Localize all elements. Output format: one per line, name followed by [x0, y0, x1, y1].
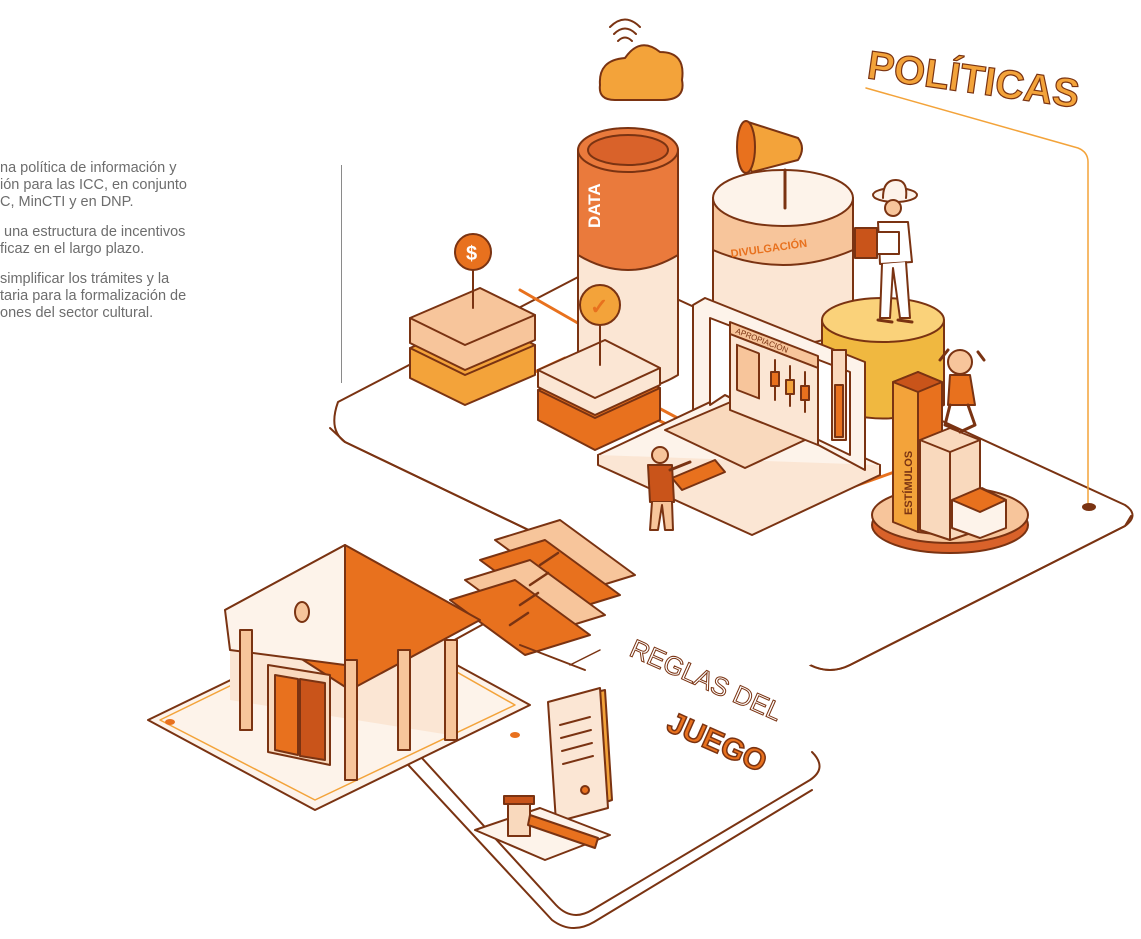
dancer-figure: [938, 348, 986, 434]
politicas-callout: [865, 87, 1096, 511]
presenter-figure: [647, 446, 726, 531]
document-stack: [547, 687, 613, 823]
check-symbol: ✓: [590, 294, 608, 319]
estimulos-label: ESTÍMULOS: [902, 451, 915, 515]
coin-stack: $: [409, 233, 536, 406]
cloud-wifi-icon: [598, 18, 684, 101]
data-cylinder: DATA: [577, 127, 679, 391]
estimulos-podium: ESTÍMULOS: [871, 371, 1029, 554]
gavel-icon: [474, 795, 611, 861]
check-stack: ✓: [537, 284, 661, 451]
laptop: APROPIACIÓN: [597, 297, 881, 536]
policy-paragraph-1: na política de información y ión para la…: [0, 160, 187, 210]
policy-paragraph-3: simplificar los trámites y la taria para…: [0, 271, 187, 321]
megaphone-icon: [736, 120, 803, 210]
connecting-steps: [449, 519, 636, 671]
coin-symbol: $: [466, 243, 477, 265]
divulgacion-cylinder: DIVULGACIÓN: [712, 169, 854, 346]
data-label: DATA: [585, 183, 604, 228]
policy-description: na política de información y ión para la…: [0, 160, 335, 335]
text-divider-line: [341, 165, 342, 383]
policy-paragraph-2: una estructura de incentivos ficaz en el…: [0, 224, 186, 257]
accordion-musician: [854, 179, 918, 324]
reglas-callout: [569, 649, 601, 666]
politicas-title: POLÍTICAS: [865, 42, 1083, 116]
institution-building: [147, 544, 531, 811]
